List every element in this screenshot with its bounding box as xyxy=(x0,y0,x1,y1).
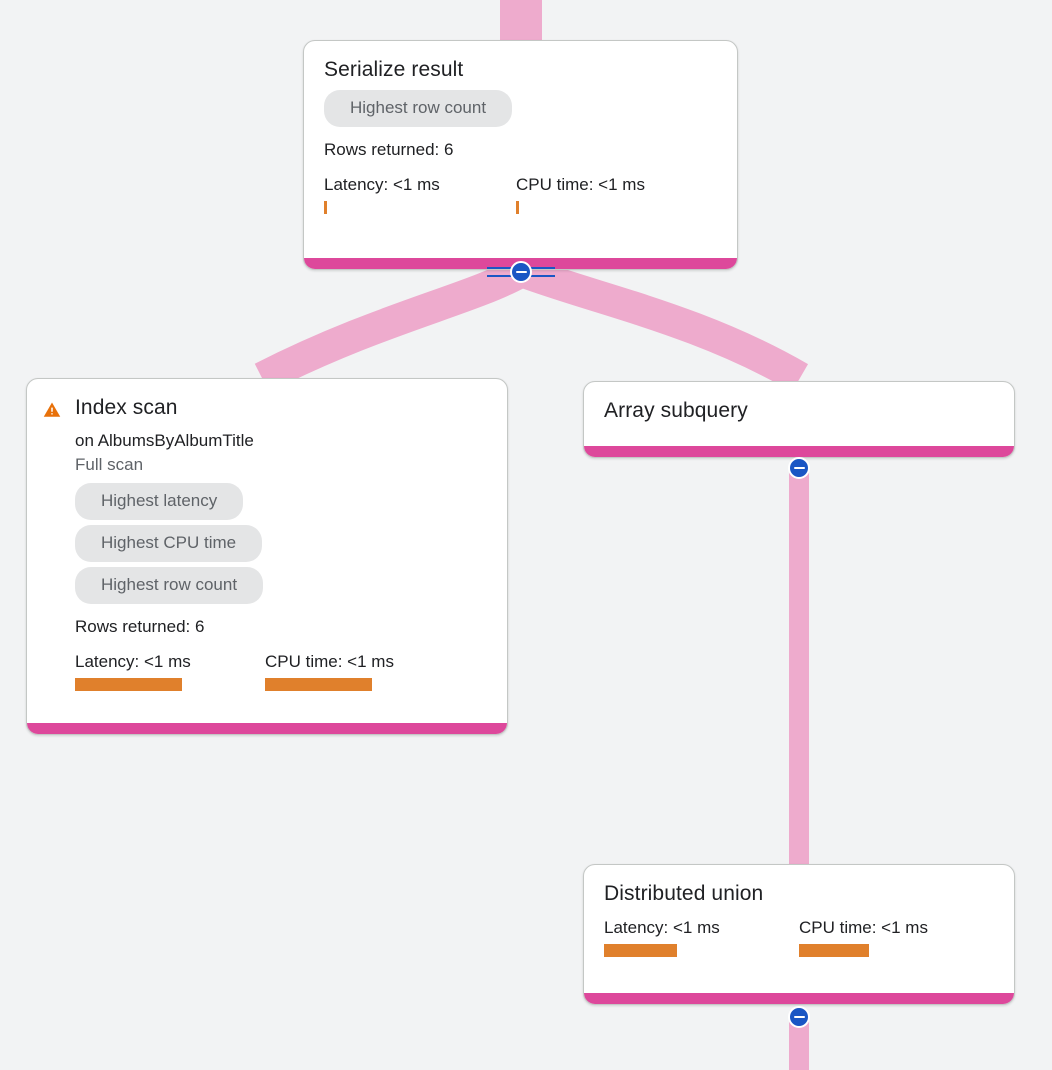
node-array-subquery-body: Array subquery xyxy=(584,382,1014,446)
toggle-distributed-union[interactable] xyxy=(788,1006,810,1028)
rail-bottom-left xyxy=(487,275,513,277)
node-accent-bar xyxy=(27,723,507,734)
spacer xyxy=(43,691,487,709)
metric-cpu-time-bar xyxy=(265,678,372,691)
spacer xyxy=(604,957,994,979)
metric-latency-label: Latency: <1 ms xyxy=(604,918,720,937)
rail-bottom-right xyxy=(529,275,555,277)
node-serialize-result[interactable]: Serialize result Highest row count Rows … xyxy=(303,40,738,270)
node-accent-bar xyxy=(584,446,1014,457)
metric-latency-bar xyxy=(75,678,182,691)
node-serialize-result-metrics: Latency: <1 ms CPU time: <1 ms xyxy=(324,174,717,214)
minus-icon xyxy=(515,270,527,274)
edge-array-subquery-to-distributed-union xyxy=(789,466,809,871)
node-title: Array subquery xyxy=(604,399,748,422)
metric-cpu-time-bar xyxy=(516,201,519,214)
node-serialize-result-body: Serialize result Highest row count Rows … xyxy=(304,41,737,258)
node-index-scan[interactable]: Index scan on AlbumsByAlbumTitle Full sc… xyxy=(26,378,508,735)
edge-incoming-top xyxy=(500,0,542,45)
badge-highest-latency: Highest latency xyxy=(75,483,244,520)
edge-serialize-to-array-subquery xyxy=(518,256,809,392)
metric-cpu-time-label: CPU time: <1 ms xyxy=(799,918,928,937)
node-distributed-union-title-row: Distributed union xyxy=(604,881,994,907)
node-index-scan-title-row: Index scan on AlbumsByAlbumTitle Full sc… xyxy=(43,395,487,691)
node-array-subquery-title-row: Array subquery xyxy=(604,398,994,424)
node-detail: Full scan xyxy=(75,455,144,474)
node-accent-bar xyxy=(584,993,1014,1004)
metric-cpu-time: CPU time: <1 ms xyxy=(516,174,645,214)
node-index-scan-heading: Index scan on AlbumsByAlbumTitle Full sc… xyxy=(75,395,487,691)
metric-latency-bar xyxy=(604,944,677,957)
node-distributed-union-body: Distributed union Latency: <1 ms CPU tim… xyxy=(584,865,1014,993)
badge-highest-row-count: Highest row count xyxy=(75,567,264,604)
metric-latency-label: Latency: <1 ms xyxy=(324,175,440,194)
metric-cpu-time-bar xyxy=(799,944,869,957)
node-serialize-result-chips: Highest row count xyxy=(324,90,717,132)
metric-latency-bar xyxy=(324,201,327,214)
metric-cpu-time-label: CPU time: <1 ms xyxy=(516,175,645,194)
metric-cpu-time-label: CPU time: <1 ms xyxy=(265,652,394,671)
metric-cpu-time: CPU time: <1 ms xyxy=(265,651,394,691)
metric-latency: Latency: <1 ms xyxy=(604,917,799,957)
spacer xyxy=(324,214,717,244)
node-title: Index scan xyxy=(75,396,178,419)
edge-serialize-to-index-scan xyxy=(254,257,528,393)
rows-returned-label: Rows returned: 6 xyxy=(324,140,454,159)
minus-icon xyxy=(793,1015,805,1019)
warning-triangle-icon xyxy=(43,402,61,417)
metric-cpu-time: CPU time: <1 ms xyxy=(799,917,928,957)
metric-latency: Latency: <1 ms xyxy=(75,651,265,691)
node-title: Distributed union xyxy=(604,882,764,905)
node-subtitle: on AlbumsByAlbumTitle xyxy=(75,431,254,450)
badge-highest-cpu-time: Highest CPU time xyxy=(75,525,263,562)
node-index-scan-chips: Highest latency Highest CPU time Highest… xyxy=(75,483,487,609)
toggle-array-subquery[interactable] xyxy=(788,457,810,479)
metric-latency: Latency: <1 ms xyxy=(324,174,516,214)
toggle-serialize-result[interactable] xyxy=(510,261,532,283)
node-distributed-union-metrics: Latency: <1 ms CPU time: <1 ms xyxy=(604,917,994,957)
node-distributed-union[interactable]: Distributed union Latency: <1 ms CPU tim… xyxy=(583,864,1015,1005)
badge-highest-row-count: Highest row count xyxy=(324,90,513,127)
metric-latency-label: Latency: <1 ms xyxy=(75,652,191,671)
node-index-scan-body: Index scan on AlbumsByAlbumTitle Full sc… xyxy=(27,379,507,723)
node-title: Serialize result xyxy=(324,58,464,81)
node-serialize-result-title-row: Serialize result xyxy=(324,57,717,83)
rows-returned-label: Rows returned: 6 xyxy=(75,617,205,636)
node-index-scan-metrics: Latency: <1 ms CPU time: <1 ms xyxy=(75,651,487,691)
node-array-subquery[interactable]: Array subquery xyxy=(583,381,1015,458)
minus-icon xyxy=(793,466,805,470)
